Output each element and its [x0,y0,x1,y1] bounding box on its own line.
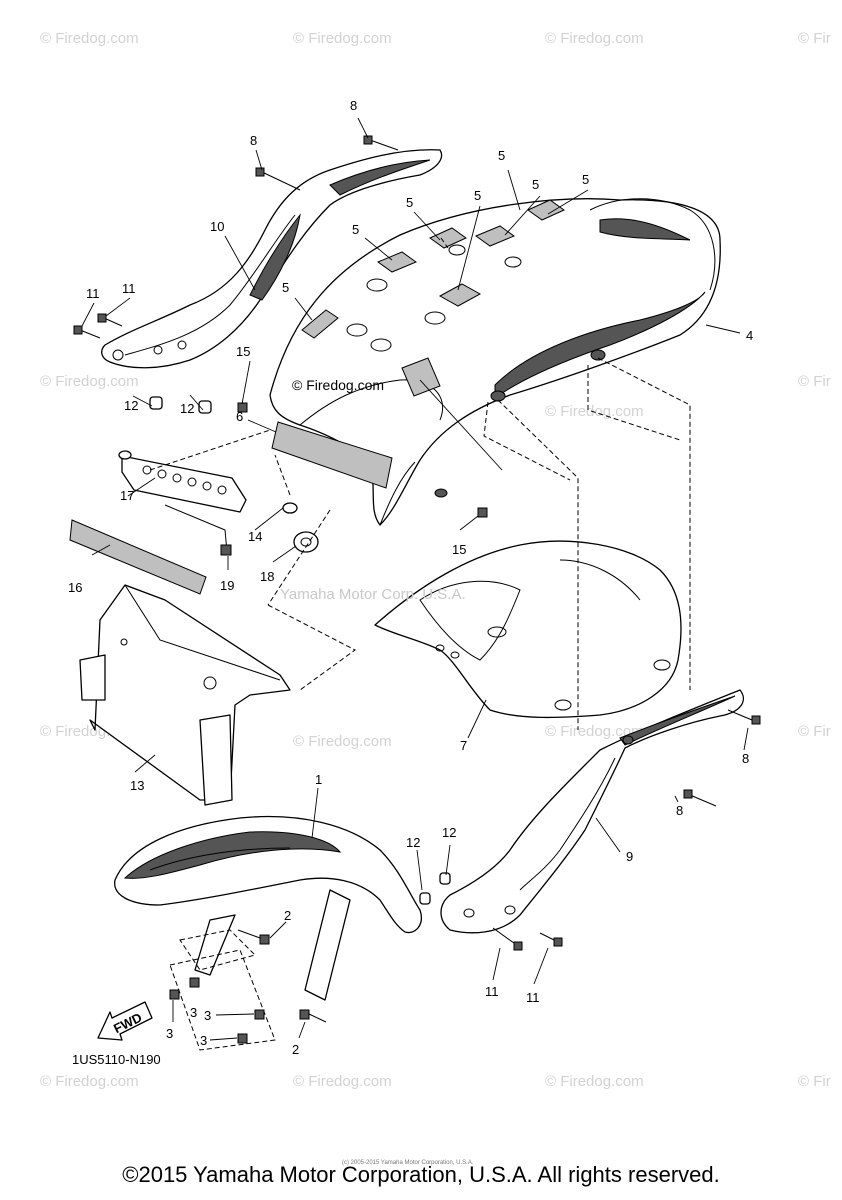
callout-label: 5 [474,188,481,203]
callout-label: 12 [180,401,194,416]
callout-label: 12 [124,398,138,413]
callout-label: 5 [532,177,539,192]
callout-label: 8 [250,133,257,148]
watermark-7: © Fir [798,373,831,390]
small-parts [69,135,761,1044]
watermark-2: © Firedog.com [293,30,392,47]
callout-label: 15 [452,542,466,557]
callout-label: 5 [582,172,589,187]
callout-label: 9 [626,849,633,864]
callout-label: 6 [236,409,243,424]
fwd-label: FWD [111,1010,144,1036]
callout-label: 3 [204,1008,211,1023]
inner-fender [374,540,682,719]
front-fender [114,815,422,1051]
callout-label: 5 [498,148,505,163]
callout-label: 5 [282,280,289,295]
watermark-15: © Fir [798,1073,831,1090]
rear-fender [269,198,721,526]
watermark-14: © Firedog.com [545,1073,644,1090]
callout-label: 2 [284,908,291,923]
callout-label: 14 [248,529,262,544]
callout-label: 7 [460,738,467,753]
callout-label: 8 [350,98,357,113]
callout-numbers: 8 8 8 8 10 11 11 11 11 12 12 12 12 15 15… [68,98,753,1057]
watermark-13: © Firedog.com [293,1073,392,1090]
watermark-9: © Firedog.com [293,733,392,750]
assembly-lines [149,237,691,730]
leader-lines [81,117,749,1041]
callout-label: 4 [746,328,753,343]
callout-label: 11 [485,984,499,999]
copyright-notice: ©2015 Yamaha Motor Corporation, U.S.A. A… [122,1162,720,1187]
yamaha-watermark: Yamaha Motor Corp. U.S.A. [280,586,466,603]
callout-label: 19 [220,578,234,593]
callout-label: 10 [210,219,224,234]
callout-label: 13 [130,778,144,793]
callout-label: 12 [406,835,420,850]
callout-label: 2 [292,1042,299,1057]
watermark-5: © Firedog.com [40,373,139,390]
grab-bar [101,149,443,369]
watermark-11: © Fir [798,723,831,740]
watermark-6: © Firedog.com [545,403,644,420]
callout-label: 18 [260,569,274,584]
callout-label: 5 [352,222,359,237]
center-watermark: © Firedog.com [292,377,385,393]
callout-label: 3 [166,1026,173,1041]
callout-label: 11 [122,281,136,296]
callout-label: 12 [442,825,456,840]
micro-credit: (c) 2005-2015 Yamaha Motor Corporation, … [342,1160,474,1166]
callout-label: 3 [190,1005,197,1020]
watermark-4: © Fir [798,30,831,47]
callout-label: 8 [742,751,749,766]
callout-label: 3 [200,1033,207,1048]
callout-label: 16 [68,580,82,595]
watermark-12: © Firedog.com [40,1073,139,1090]
callout-label: 15 [236,344,250,359]
watermark-1: © Firedog.com [40,30,139,47]
callout-label: 1 [315,772,322,787]
callout-label: 11 [86,286,100,301]
diagram-part-code: 1US5110-N190 [72,1052,161,1067]
license-bracket [79,584,291,806]
callout-label: 11 [526,990,540,1005]
callout-label: 17 [120,488,134,503]
side-rail [440,689,744,934]
callout-label: 8 [676,803,683,818]
watermark-3: © Firedog.com [545,30,644,47]
forward-arrow: FWD [97,1001,153,1041]
watermark-10: © Firedog.com [545,723,644,740]
callout-label: 5 [406,195,413,210]
